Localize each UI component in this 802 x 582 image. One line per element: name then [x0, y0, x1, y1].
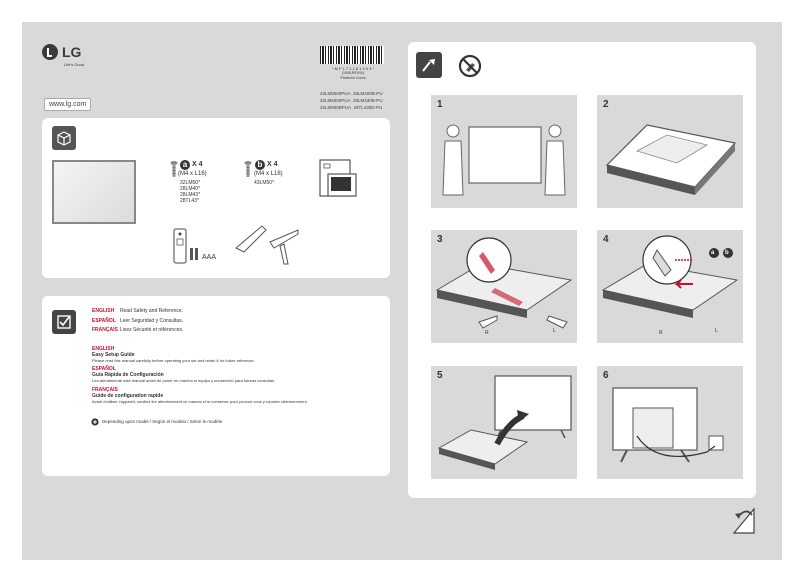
step-panel-1: 1: [431, 95, 577, 208]
barcode-code: (1905-REV00): [341, 71, 365, 75]
lift-tv-illustration: [442, 124, 566, 196]
attach-stand-illustration: [435, 237, 573, 329]
step-number: 4: [603, 234, 609, 245]
screw-b-qty: X 4: [267, 161, 278, 168]
guide-body: Lea atentamente este manual antes de pon…: [92, 378, 276, 383]
lg-logo-icon: [42, 44, 58, 60]
remote-control-icon: [173, 228, 198, 264]
barcode-number: * M F L 7 1 1 8 1 9 0 3 *: [331, 66, 375, 71]
no-spray-icon: [458, 54, 482, 78]
cleaning-cloth-icon: [416, 52, 442, 78]
link-text[interactable]: Read Safety and Reference.: [120, 308, 184, 314]
step-panel-2: 2: [597, 95, 743, 208]
checkbox-icon: [52, 310, 76, 334]
barcode: [320, 46, 384, 64]
screw-b-badge: b: [725, 250, 729, 256]
screw-b-icon: [244, 161, 252, 177]
connect-power-illustration: [612, 387, 724, 463]
stand-left-label: L: [553, 328, 556, 334]
stand-right-label: R: [659, 330, 663, 336]
step-number: 3: [437, 234, 443, 245]
guide-title: Guía Rápida de Configuración: [92, 372, 164, 378]
page-turn-icon: [732, 507, 755, 534]
model-row: 32LM5000PUA 28LM430B-PU: [320, 98, 383, 103]
screw-b-spec: (M4 x L18): [254, 171, 283, 177]
screw-a-spec: (M4 x L16): [178, 171, 207, 177]
tv-on-table-illustration: [605, 124, 737, 195]
screw-a-badge: a: [180, 160, 190, 170]
guide-body: Please read this manual carefully before…: [92, 358, 255, 363]
link-lang: FRANÇAIS: [92, 327, 118, 333]
screw-a-badge: a: [711, 250, 715, 256]
link-lang: ESPAÑOL: [92, 318, 116, 324]
model-row: 43LM5000PUA 28LM400B-PU: [320, 91, 383, 96]
website-link[interactable]: www.lg.com: [44, 98, 92, 111]
link-lang: ENGLISH: [92, 308, 115, 314]
step-panel-3: 3 R L: [431, 230, 577, 343]
plus-circle-icon: [91, 418, 99, 426]
box-icon: [52, 126, 76, 150]
stand-right-label: R: [485, 330, 489, 336]
fasten-screws-illustration: [601, 235, 739, 318]
screw-a-qty: X 4: [192, 161, 203, 168]
guide-title: Easy Setup Guide: [92, 352, 135, 358]
printed-in: Printed in Korea: [340, 76, 366, 80]
brand-logo: LG: [42, 44, 81, 60]
link-text[interactable]: Lisez Sécurité et références.: [120, 327, 184, 333]
model-list: 43LM5000PUA 28LM400B-PU 32LM5000PUA 28LM…: [320, 90, 383, 111]
step-panel-4: 4 a b R L: [597, 230, 743, 343]
step-panel-6: 6: [597, 366, 743, 479]
brand-name: LG: [62, 44, 82, 60]
stand-tv-upright-illustration: [437, 375, 572, 470]
battery-label: AAA: [202, 254, 217, 261]
step-number: 2: [603, 99, 609, 110]
screw-b-badge: b: [255, 160, 265, 170]
link-text[interactable]: Leer Seguridad y Consultas.: [120, 318, 184, 324]
screw-b-model: 43LM50*: [254, 180, 275, 186]
stand-left-label: L: [715, 328, 718, 334]
manual-booklet-icon: [319, 159, 357, 197]
step-panel-5: 5: [431, 366, 577, 479]
brand-tagline: Life's Good: [64, 62, 85, 67]
screw-a-icon: [170, 161, 178, 177]
stand-legs-icon: [235, 225, 299, 265]
guide-body: Avant d'utiliser l'appareil, veuillez li…: [92, 399, 308, 404]
guide-lang: FRANÇAIS: [92, 387, 118, 393]
manual-card: [42, 296, 390, 476]
guide-lang: ESPAÑOL: [92, 366, 116, 372]
screw-a-model: 28LM43*: [180, 192, 201, 198]
footnote: Depending upon model / Según el modelo /…: [102, 419, 223, 424]
screw-a-model: 28LM40*: [180, 186, 201, 192]
model-row: 32LM500BPUA 28TL430D-PU: [320, 105, 383, 110]
guide-title: Guide de configuration rapide: [92, 393, 164, 399]
step-number: 6: [603, 370, 609, 381]
step-number: 1: [437, 99, 443, 110]
screw-a-model: 28TL43*: [180, 198, 199, 204]
guide-lang: ENGLISH: [92, 346, 115, 352]
tv-illustration: [52, 160, 136, 224]
screw-a-model: 32LM50*: [180, 180, 201, 186]
step-number: 5: [437, 370, 443, 381]
